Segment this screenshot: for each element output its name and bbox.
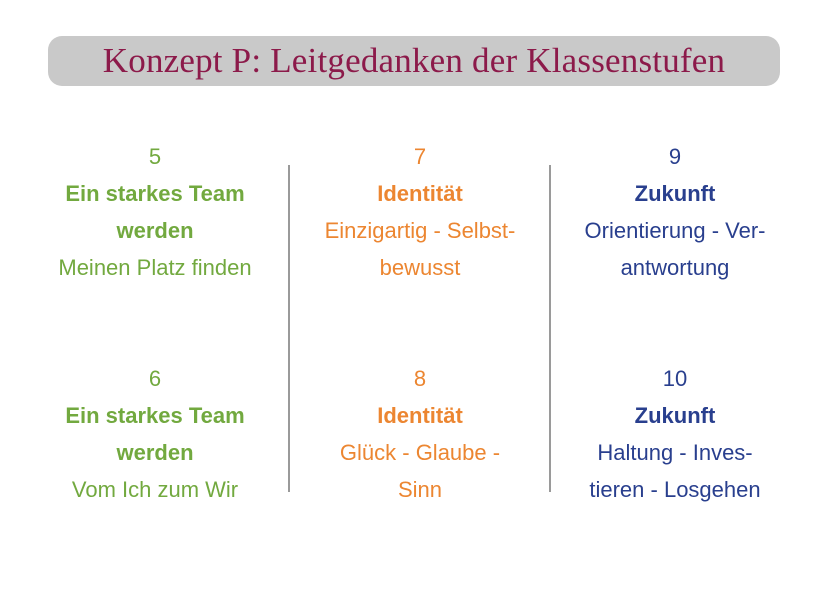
grade-motto: Meinen Platz finden	[58, 255, 252, 280]
grade-heading: werden	[116, 440, 194, 465]
page-title: Konzept P: Leitgedanken der Klassenstufe…	[102, 41, 726, 80]
grade-number: 9	[668, 144, 682, 169]
grade-number: 10	[662, 366, 688, 391]
grade-number: 8	[413, 366, 427, 391]
grade-heading: Zukunft	[634, 403, 716, 428]
grade-motto: Haltung - Inves-	[597, 440, 753, 465]
title-banner: Konzept P: Leitgedanken der Klassenstufe…	[48, 36, 780, 86]
grade-number: 5	[148, 144, 162, 169]
grade-motto: Orientierung - Ver-	[584, 218, 766, 243]
grade-heading: Ein starkes Team	[65, 181, 245, 206]
column-divider-right	[549, 165, 551, 492]
grade-motto: bewusst	[379, 255, 461, 280]
grade-heading: Identität	[377, 403, 463, 428]
grade-heading: werden	[116, 218, 194, 243]
grade-motto: tieren - Losgehen	[589, 477, 761, 502]
grade-heading: Zukunft	[634, 181, 716, 206]
grade-motto: Glück - Glaube -	[339, 440, 501, 465]
grade-motto: Sinn	[397, 477, 443, 502]
column-divider-left	[288, 165, 290, 492]
grade-number: 6	[148, 366, 162, 391]
grade-heading: Ein starkes Team	[65, 403, 245, 428]
grade-heading: Identität	[377, 181, 463, 206]
grade-motto: antwortung	[620, 255, 730, 280]
grade-motto: Vom Ich zum Wir	[71, 477, 239, 502]
grade-number: 7	[413, 144, 427, 169]
grade-motto: Einzigartig - Selbst-	[324, 218, 516, 243]
